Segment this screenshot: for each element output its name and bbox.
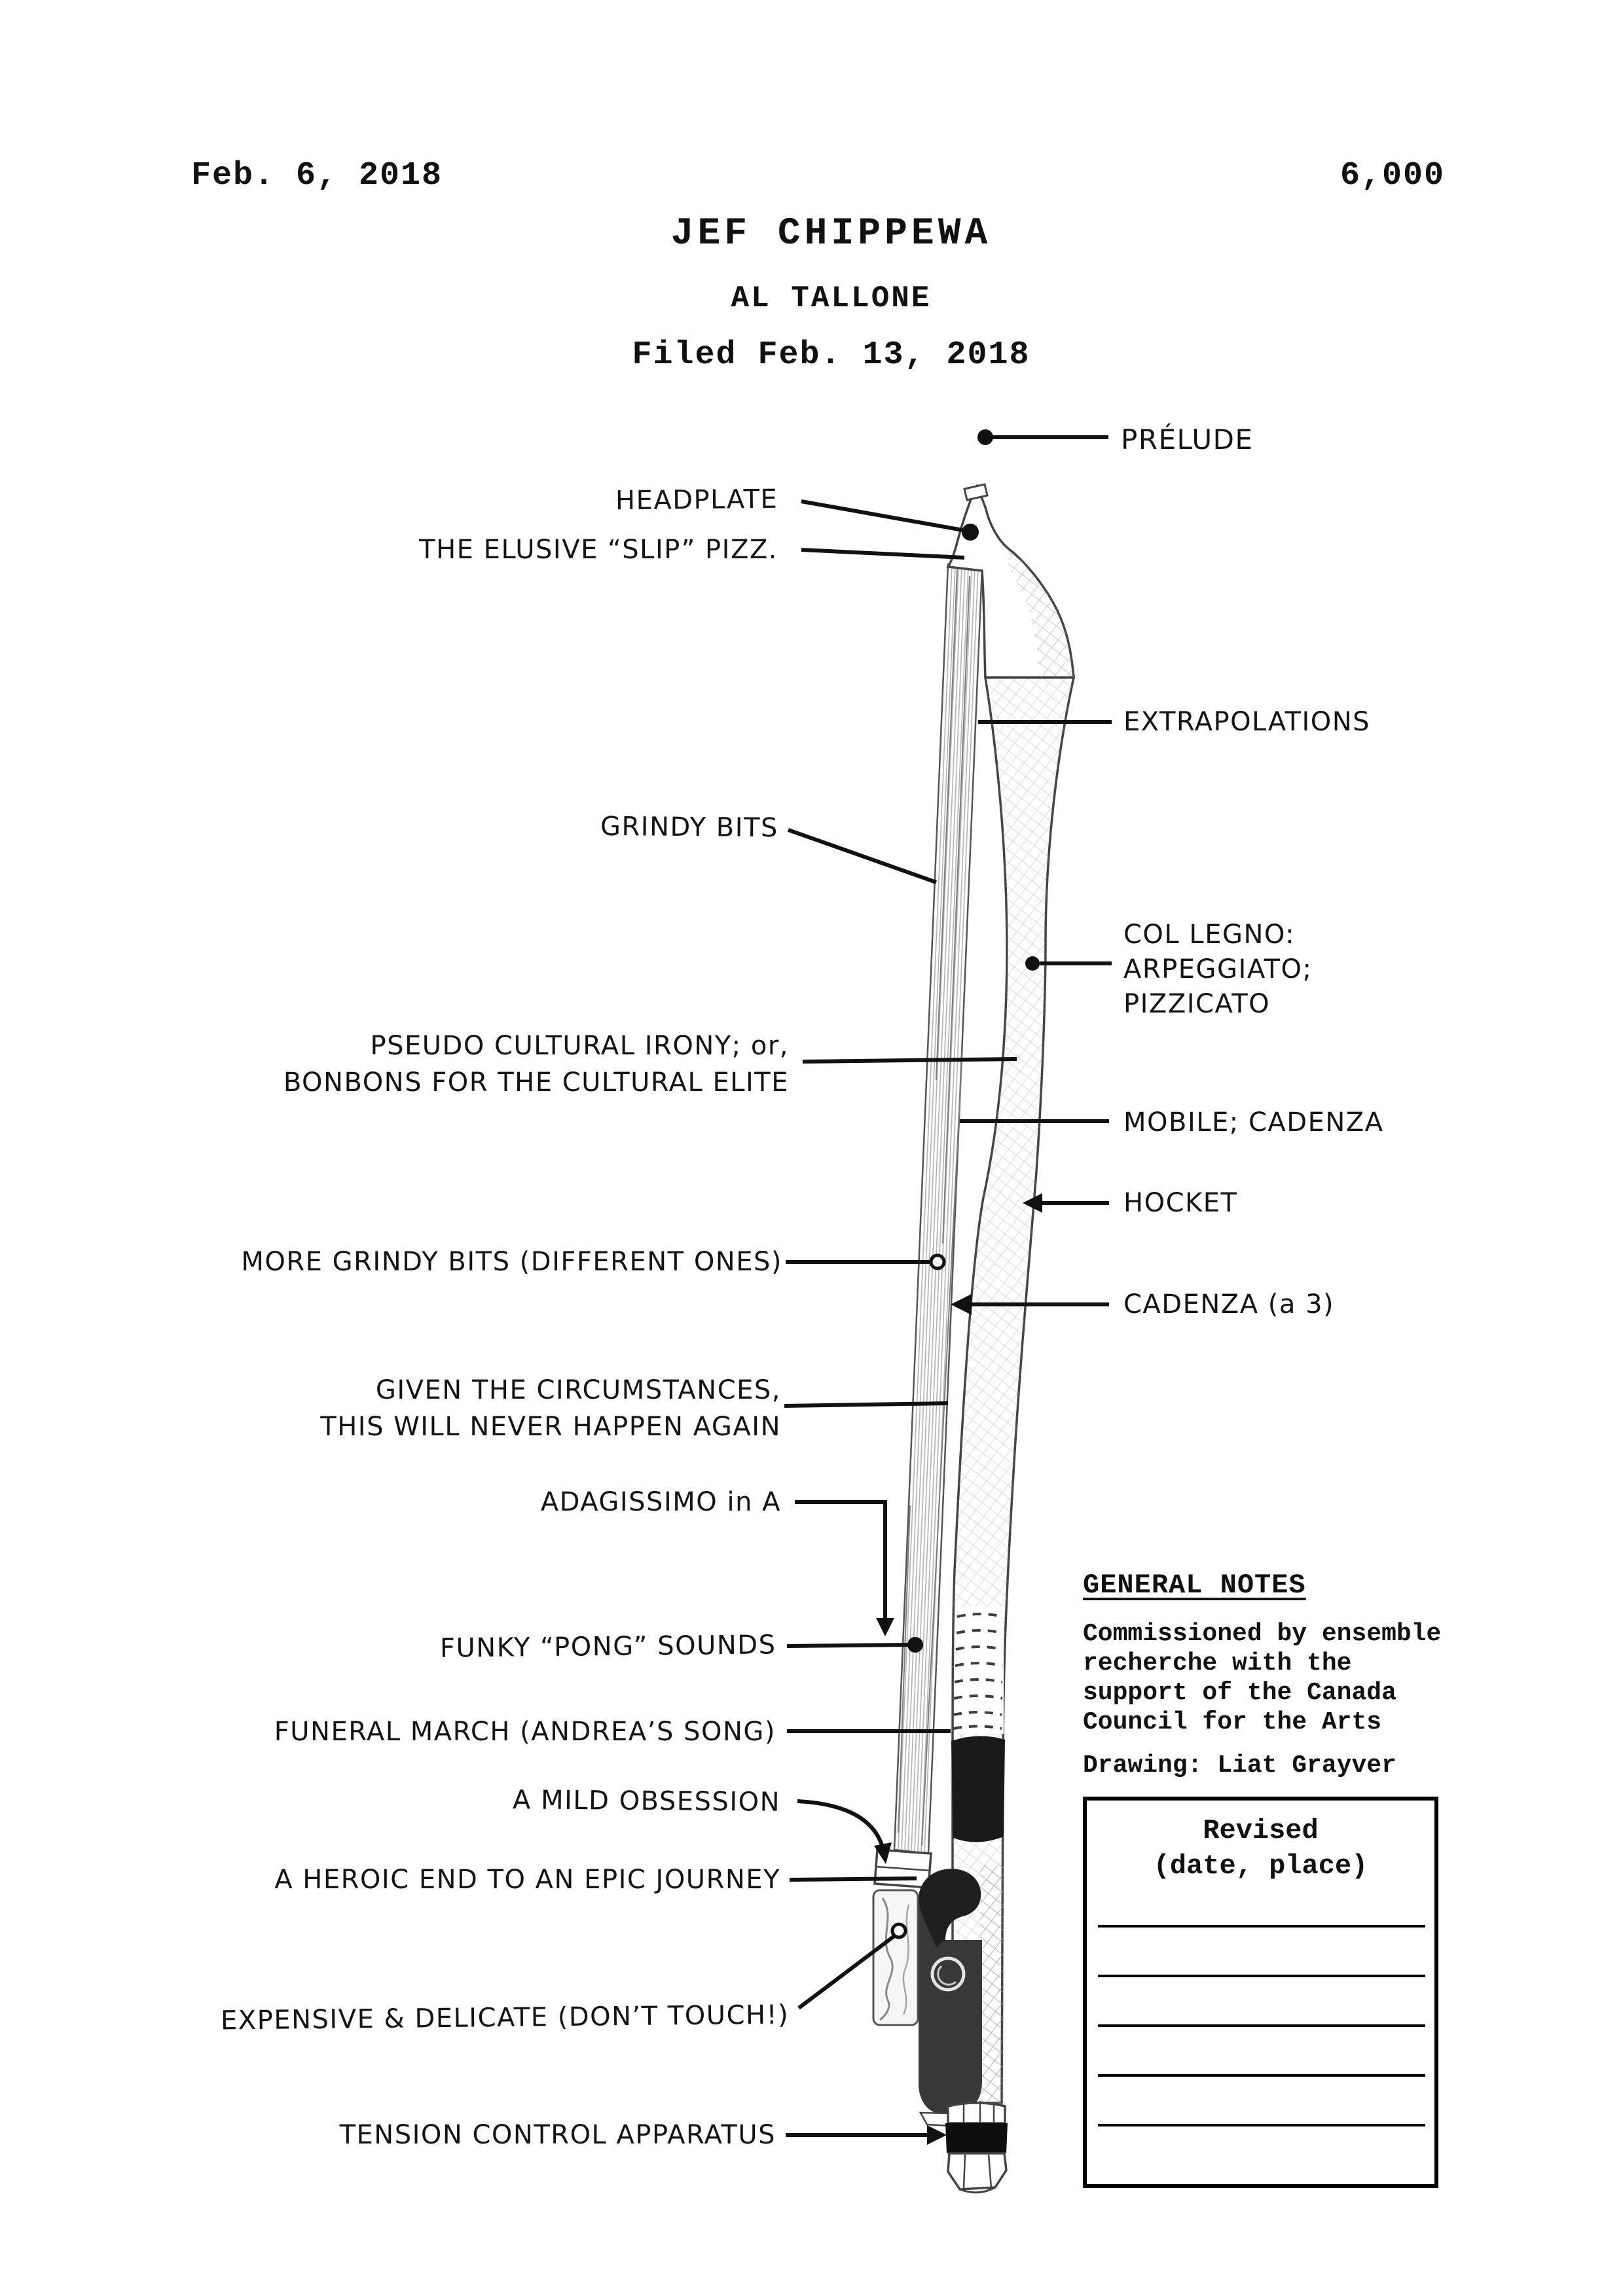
- frog-pearl-slide: [872, 1889, 919, 2026]
- callout-given-line2: THIS WILL NEVER HAPPEN AGAIN: [320, 1412, 781, 1442]
- callout-expensive-delicate: EXPENSIVE & DELICATE (DON’T TOUCH!): [220, 2000, 790, 2036]
- bow-winding: [953, 1607, 1004, 1734]
- bow-frog: [918, 1865, 1004, 2128]
- col-legno-marker-dot: [1025, 956, 1040, 971]
- revised-box: Revised (date, place): [1083, 1797, 1438, 2188]
- callout-grindy-bits: GRINDY BITS: [600, 811, 779, 844]
- callout-col-legno-line3: PIZZICATO: [1123, 989, 1271, 1019]
- bow-grip: [951, 1736, 1005, 1842]
- callout-given-circumstances: GIVEN THE CIRCUMSTANCES, THIS WILL NEVER…: [320, 1372, 781, 1445]
- notes-line: Council for the Arts: [1083, 1708, 1382, 1736]
- mild-obsession-arrowhead: [874, 1842, 892, 1864]
- general-notes-heading: GENERAL NOTES: [1083, 1570, 1306, 1601]
- general-notes: GENERAL NOTES Commissioned by ensemble r…: [1083, 1570, 1489, 1780]
- notes-line: recherche with the: [1083, 1649, 1352, 1677]
- revision-blank-line: [1098, 1925, 1425, 1928]
- callout-given-line1: GIVEN THE CIRCUMSTANCES,: [375, 1375, 781, 1405]
- notes-line: support of the Canada: [1083, 1679, 1396, 1707]
- callout-prelude: PRÉLUDE: [1121, 423, 1254, 456]
- callout-hocket: HOCKET: [1123, 1188, 1238, 1218]
- revised-box-subtitle: (date, place): [1153, 1850, 1368, 1882]
- callout-pseudo-line1: PSEUDO CULTURAL IRONY; or,: [370, 1031, 789, 1061]
- callout-col-legno-line1: COL LEGNO:: [1123, 920, 1296, 950]
- expensive-marker-circle: [890, 1922, 907, 1939]
- callout-headplate: HEADPLATE: [615, 484, 778, 516]
- cadenza-a3-arrowhead: [951, 1294, 972, 1315]
- more-grindy-marker-circle: [929, 1253, 946, 1270]
- callout-pseudo-line2: BONBONS FOR THE CULTURAL ELITE: [283, 1067, 789, 1098]
- notes-line: Commissioned by ensemble: [1083, 1620, 1442, 1648]
- tension-arrowhead: [927, 2125, 947, 2145]
- funky-pong-marker-dot: [907, 1637, 923, 1653]
- page-title: JEF CHIPPEWA: [670, 213, 992, 255]
- callout-funky-pong: FUNKY “PONG” SOUNDS: [439, 1630, 776, 1664]
- revision-blank-line: [1098, 2024, 1425, 2027]
- callout-heroic-end: A HEROIC END TO AN EPIC JOURNEY: [274, 1865, 780, 1895]
- leader-lines: [784, 429, 1112, 2145]
- frog-eye: [930, 1956, 966, 1992]
- callout-adagissimo: ADAGISSIMO in A: [540, 1487, 781, 1517]
- callout-funeral-march: FUNERAL MARCH (ANDREA’S SONG): [274, 1717, 776, 1747]
- tension-screw-button: [945, 2101, 1008, 2194]
- callout-pseudo-cultural: PSEUDO CULTURAL IRONY; or, BONBONS FOR T…: [283, 1028, 789, 1101]
- callout-more-grindy: MORE GRINDY BITS (DIFFERENT ONES): [241, 1247, 782, 1277]
- callout-col-legno-line2: ARPEGGIATO;: [1123, 954, 1313, 984]
- headplate-marker-dot: [962, 524, 979, 541]
- revision-blank-line: [1098, 2074, 1425, 2077]
- callout-mobile-cadenza: MOBILE; CADENZA: [1123, 1107, 1384, 1138]
- revision-blank-line: [1098, 1975, 1425, 1977]
- callout-col-legno: COL LEGNO: ARPEGGIATO; PIZZICATO: [1123, 918, 1313, 1022]
- prelude-marker-dot: [977, 429, 993, 445]
- header-sheet-number: 6,000: [1340, 157, 1446, 194]
- drawing-credit: Drawing: Liat Grayver: [1083, 1751, 1396, 1780]
- filed-date-line: Filed Feb. 13, 2018: [632, 336, 1030, 374]
- callout-slip-pizz: THE ELUSIVE “SLIP” PIZZ.: [419, 535, 778, 565]
- callout-mild-obsession: A MILD OBSESSION: [512, 1785, 781, 1818]
- hocket-arrowhead: [1023, 1193, 1042, 1213]
- adagissimo-arrowhead: [876, 1618, 894, 1636]
- headplate-edge: [963, 483, 989, 501]
- revision-blank-line: [1098, 2124, 1425, 2126]
- callout-cadenza-a3: CADENZA (a 3): [1123, 1289, 1335, 1319]
- callout-tension-control: TENSION CONTROL APPARATUS: [339, 2120, 776, 2150]
- bow-sketch: [872, 483, 1076, 2194]
- header-date: Feb. 6, 2018: [191, 157, 443, 194]
- bow-head: [946, 483, 1075, 679]
- frog-thumb-projection: [918, 1869, 981, 1947]
- revised-box-title: Revised: [1203, 1815, 1319, 1846]
- page-subtitle: AL TALLONE: [731, 281, 932, 315]
- callout-extrapolations: EXTRAPOLATIONS: [1123, 707, 1371, 737]
